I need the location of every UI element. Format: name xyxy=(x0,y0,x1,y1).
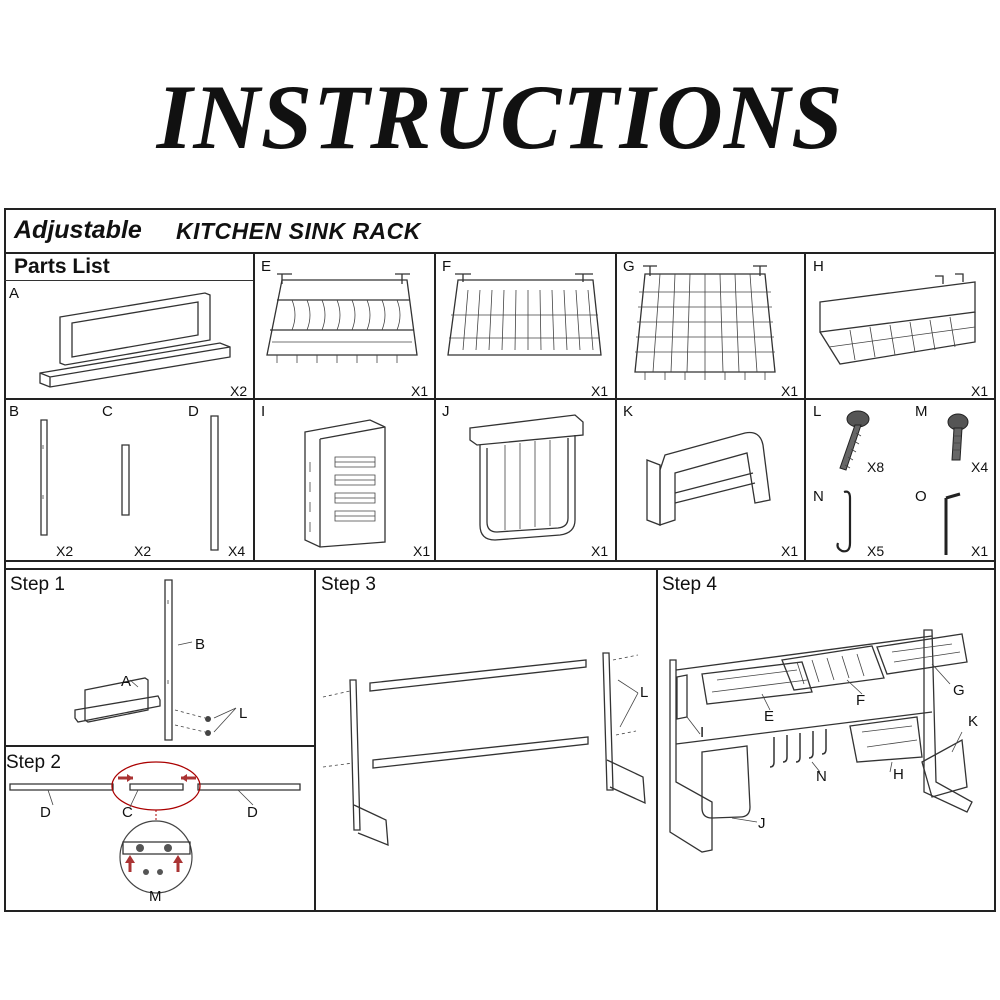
divider xyxy=(314,568,316,912)
callout-d-left: D xyxy=(40,804,51,821)
callout-h: H xyxy=(893,766,904,783)
divider xyxy=(253,252,255,560)
step-3-drawing xyxy=(322,652,646,846)
step-4-drawing xyxy=(669,629,973,853)
part-label-h: H xyxy=(813,258,824,275)
part-qty-n: X5 xyxy=(867,543,885,559)
part-k-side-frame-drawing xyxy=(646,431,771,526)
part-qty-g: X1 xyxy=(781,383,799,399)
part-label-k: K xyxy=(623,403,634,420)
part-qty-b: X2 xyxy=(56,543,74,559)
divider xyxy=(4,280,254,281)
callout-d-right: D xyxy=(247,804,258,821)
part-qty-d: X4 xyxy=(228,543,246,559)
divider xyxy=(656,568,658,912)
divider xyxy=(4,568,996,570)
part-label-c: C xyxy=(102,403,113,420)
part-bcd-bars-drawing xyxy=(40,415,219,551)
part-label-b: B xyxy=(9,403,20,420)
hook-n-icon xyxy=(836,490,852,553)
callout-k: K xyxy=(968,713,979,730)
callout-l: L xyxy=(239,705,248,722)
product-name: KITCHEN SINK RACK xyxy=(176,218,421,244)
part-h-small-basket-drawing xyxy=(819,273,976,365)
step-3-heading: Step 3 xyxy=(321,574,376,595)
part-qty-c: X2 xyxy=(134,543,152,559)
part-label-m: M xyxy=(915,403,928,420)
part-label-d: D xyxy=(188,403,199,420)
part-qty-e: X1 xyxy=(411,383,429,399)
part-a-foot-drawing xyxy=(39,292,231,388)
part-label-j: J xyxy=(442,403,450,420)
divider xyxy=(4,560,996,562)
part-qty-h: X1 xyxy=(971,383,989,399)
step-1-heading: Step 1 xyxy=(10,574,65,595)
divider xyxy=(804,252,806,560)
part-label-n: N xyxy=(813,488,824,505)
part-qty-m: X4 xyxy=(971,459,989,475)
part-j-board-holder-drawing xyxy=(469,414,584,541)
callout-n: N xyxy=(816,768,827,785)
part-label-i: I xyxy=(261,403,266,420)
callout-i: I xyxy=(700,724,705,741)
part-qty-f: X1 xyxy=(591,383,609,399)
step-2-drawing xyxy=(9,761,301,894)
part-label-o: O xyxy=(915,488,927,505)
divider xyxy=(615,252,617,560)
callout-g: G xyxy=(953,682,965,699)
screw-l-icon xyxy=(839,410,870,471)
part-label-a: A xyxy=(9,285,20,302)
part-e-dish-basket-drawing xyxy=(266,273,418,363)
part-label-f: F xyxy=(442,258,452,275)
callout-e: E xyxy=(764,708,775,725)
callout-m: M xyxy=(149,888,162,905)
callout-a: A xyxy=(121,673,132,690)
callout-f: F xyxy=(856,692,866,709)
part-qty-o: X1 xyxy=(971,543,989,559)
callout-j: J xyxy=(758,815,766,832)
divider xyxy=(4,252,996,254)
divider xyxy=(434,252,436,560)
part-g-basket-drawing xyxy=(634,265,776,380)
part-qty-a: X2 xyxy=(230,383,248,399)
adjustable-label: Adjustable xyxy=(14,216,142,244)
part-i-utensil-holder-drawing xyxy=(304,419,386,548)
divider xyxy=(4,398,996,400)
callout-b: B xyxy=(195,636,206,653)
part-label-l: L xyxy=(813,403,822,420)
step-1-drawing xyxy=(74,579,237,741)
part-label-e: E xyxy=(261,258,272,275)
step-2-heading: Step 2 xyxy=(6,752,61,773)
part-qty-j: X1 xyxy=(591,543,609,559)
part-qty-l: X8 xyxy=(867,459,885,475)
hex-key-o-icon xyxy=(944,492,961,555)
screw-m-icon xyxy=(947,413,969,461)
part-label-g: G xyxy=(623,258,635,275)
part-f-rack-drawing xyxy=(447,273,602,356)
callout-c: C xyxy=(122,804,133,821)
part-qty-k: X1 xyxy=(781,543,799,559)
callout-l-step3: L xyxy=(640,684,649,701)
step-4-heading: Step 4 xyxy=(662,574,717,595)
divider xyxy=(4,745,315,747)
parts-list-heading: Parts List xyxy=(14,255,110,278)
page-title: INSTRUCTIONS xyxy=(156,66,844,168)
part-qty-i: X1 xyxy=(413,543,431,559)
